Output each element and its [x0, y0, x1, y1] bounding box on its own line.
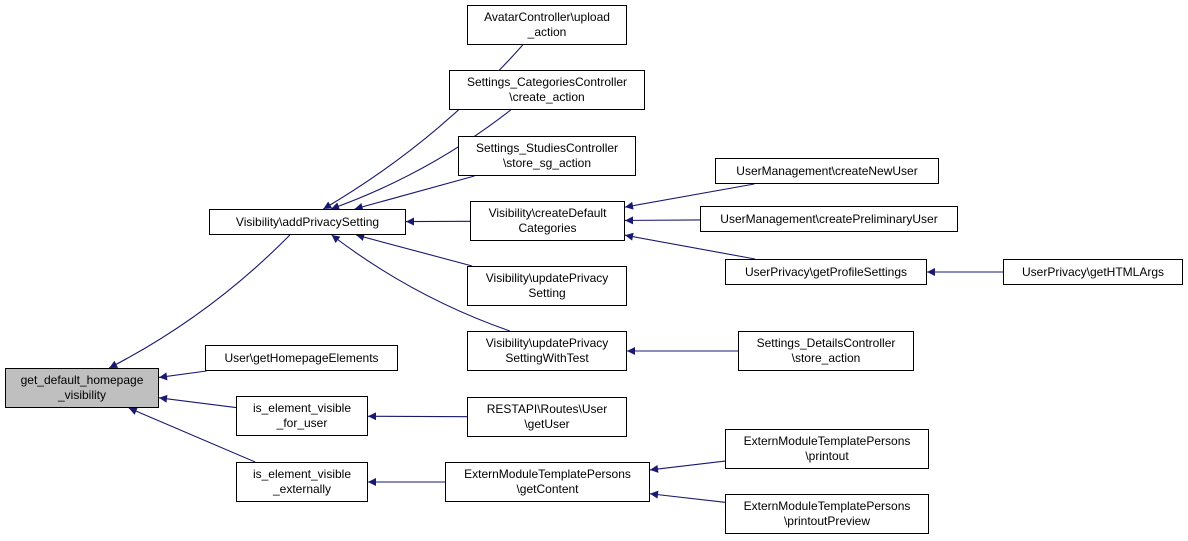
edge-homepage_elements-to-root: [158, 370, 207, 381]
edge-get_profile_settings-to-create_default_categories: [624, 232, 756, 260]
node-extern-printout[interactable]: ExternModuleTemplatePersons \printout: [725, 429, 929, 469]
node-categories-create-line1: Settings_CategoriesController: [466, 75, 628, 89]
node-add-privacy[interactable]: Visibility\addPrivacySetting: [209, 209, 406, 235]
node-avatar-upload[interactable]: AvatarController\upload _action: [467, 5, 627, 45]
node-update-privacy-test-line1: Visibility\updatePrivacy: [485, 336, 609, 350]
node-add-privacy-line1: Visibility\addPrivacySetting: [235, 214, 380, 229]
node-root: get_default_homepage _visibility: [5, 368, 159, 408]
node-categories-create-line2: \create_action: [509, 90, 585, 104]
node-extern-printout-preview[interactable]: ExternModuleTemplatePersons \printoutPre…: [725, 494, 929, 534]
node-get-profile-settings[interactable]: UserPrivacy\getProfileSettings: [725, 259, 927, 285]
node-extern-getcontent-line2: \getContent: [516, 482, 579, 496]
node-root-line1: get_default_homepage: [20, 373, 144, 387]
node-create-new-user[interactable]: UserManagement\createNewUser: [715, 158, 939, 184]
node-restapi-getuser-line1: RESTAPI\Routes\User: [486, 402, 608, 416]
node-create-preliminary-user[interactable]: UserManagement\createPreliminaryUser: [700, 206, 958, 232]
node-studies-store[interactable]: Settings_StudiesController \store_sg_act…: [458, 136, 636, 176]
node-update-privacy-line1: Visibility\updatePrivacy: [485, 271, 609, 285]
node-create-new-user-line1: UserManagement\createNewUser: [736, 163, 918, 178]
node-extern-printout-preview-line1: ExternModuleTemplatePersons: [743, 499, 911, 513]
node-details-store-line1: Settings_DetailsController: [756, 336, 896, 350]
edge-categories_create-to-add_privacy: [330, 109, 512, 211]
node-homepage-elements[interactable]: User\getHomepageElements: [205, 345, 398, 371]
node-create-default-categories[interactable]: Visibility\createDefault Categories: [470, 201, 625, 241]
edge-create_new_user-to-create_default_categories: [624, 183, 755, 210]
node-extern-printout-preview-line2: \printoutPreview: [783, 514, 871, 528]
node-avatar-upload-line1: AvatarController\upload: [484, 10, 610, 24]
edge-visible_externally-to-root: [128, 407, 256, 463]
edge-create_preliminary_user-to-create_default_categories: [624, 216, 701, 225]
node-avatar-upload-line2: _action: [527, 25, 567, 39]
node-create-default-categories-line2: Categories: [518, 221, 577, 235]
node-restapi-getuser-line2: \getUser: [524, 417, 570, 431]
node-studies-store-line2: \store_sg_action: [502, 156, 592, 170]
node-visible-for-user-line2: _for_user: [276, 416, 328, 430]
node-studies-store-line1: Settings_StudiesController: [475, 141, 619, 155]
node-details-store-line2: \store_action: [791, 351, 861, 365]
node-update-privacy-test-line2: SettingWithTest: [505, 351, 589, 365]
node-update-privacy[interactable]: Visibility\updatePrivacy Setting: [467, 266, 627, 306]
node-root-line2: _visibility: [57, 388, 106, 402]
edge-extern_printout_preview-to-extern_getcontent: [649, 490, 726, 503]
node-update-privacy-test[interactable]: Visibility\updatePrivacy SettingWithTest: [467, 331, 627, 371]
node-create-default-categories-line1: Visibility\createDefault: [488, 206, 607, 220]
node-restapi-getuser[interactable]: RESTAPI\Routes\User \getUser: [467, 397, 627, 437]
node-create-preliminary-user-line1: UserManagement\createPreliminaryUser: [720, 211, 938, 226]
edge-update_privacy_test-to-add_privacy: [331, 234, 511, 332]
edge-add_privacy-to-root: [108, 234, 291, 369]
node-get-html-args[interactable]: UserPrivacy\getHTMLArgs: [1003, 259, 1183, 285]
node-categories-create[interactable]: Settings_CategoriesController \create_ac…: [449, 70, 645, 110]
node-details-store[interactable]: Settings_DetailsController \store_action: [738, 331, 914, 371]
edge-extern_printout-to-extern_getcontent: [649, 460, 726, 473]
node-get-profile-settings-line1: UserPrivacy\getProfileSettings: [744, 264, 908, 279]
node-visible-externally-line2: _externally: [272, 482, 332, 496]
node-update-privacy-line2: Setting: [528, 286, 566, 300]
node-visible-for-user[interactable]: is_element_visible _for_user: [236, 396, 368, 436]
node-visible-externally[interactable]: is_element_visible _externally: [236, 462, 368, 502]
node-extern-printout-line2: \printout: [805, 449, 849, 463]
node-visible-for-user-line1: is_element_visible: [252, 401, 352, 415]
edge-update_privacy-to-add_privacy: [356, 233, 473, 267]
node-extern-printout-line1: ExternModuleTemplatePersons: [743, 434, 911, 448]
node-extern-getcontent[interactable]: ExternModuleTemplatePersons \getContent: [445, 462, 650, 502]
node-homepage-elements-line1: User\getHomepageElements: [224, 350, 379, 365]
node-get-html-args-line1: UserPrivacy\getHTMLArgs: [1021, 264, 1165, 279]
edge-avatar_upload-to-add_privacy: [323, 44, 524, 210]
edge-studies_store-to-add_privacy: [354, 175, 475, 211]
node-visible-externally-line1: is_element_visible: [252, 467, 352, 481]
edge-visible_for_user-to-root: [158, 394, 237, 409]
node-extern-getcontent-line1: ExternModuleTemplatePersons: [464, 467, 631, 481]
